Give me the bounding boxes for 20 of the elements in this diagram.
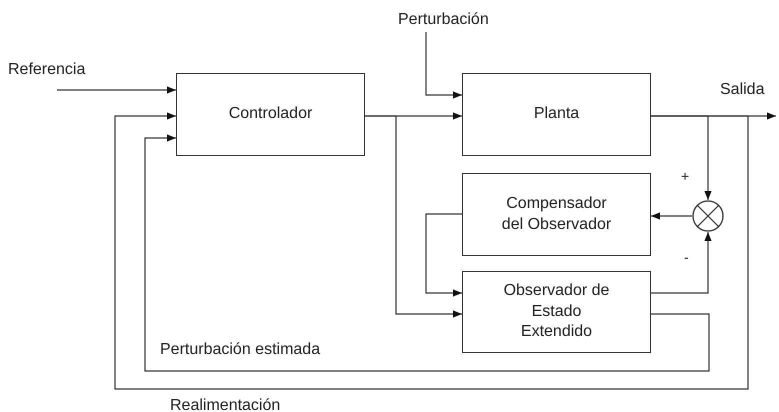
block: Compensador del Observador	[462, 173, 651, 256]
connector-arrow	[425, 213, 462, 297]
connector-arrow	[651, 212, 692, 220]
signal-label: Referencia	[8, 60, 86, 80]
connector-arrow	[144, 134, 710, 372]
block: Planta	[462, 73, 651, 156]
connector-arrow	[114, 112, 749, 390]
block: Observador de Estado Extendido	[462, 271, 651, 353]
signal-label: Salida	[720, 80, 764, 100]
connector-arrow	[651, 232, 712, 294]
sum-junction	[692, 200, 724, 232]
connector-arrow	[365, 115, 462, 318]
sign-label: -	[684, 248, 689, 267]
block: Controlador	[176, 73, 365, 156]
sign-label: +	[681, 167, 690, 186]
signal-label: Perturbación	[398, 10, 489, 30]
edge-label: Realimentación	[170, 396, 280, 412]
connector-arrow	[57, 86, 176, 94]
connector-arrow	[425, 32, 462, 99]
edge-label: Perturbación estimada	[160, 340, 320, 360]
